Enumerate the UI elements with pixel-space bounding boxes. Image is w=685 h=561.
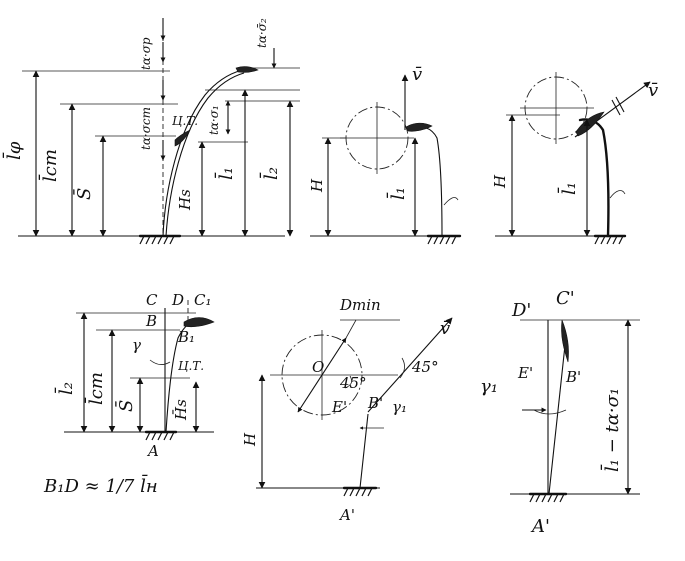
label-s: S̄ — [114, 400, 137, 412]
panel-2-reel-contact: v̄ H l̄₁ — [308, 64, 462, 245]
label-hs: Hs — [176, 189, 194, 211]
panel-1-plant-dimensions: l̄φ l̄ст S̄ Hs l̄₁ l̄₂ tα·σp tα·σст tα·σ… — [1, 18, 300, 245]
label-a: A — [146, 442, 159, 460]
label-dmin: Dmin — [339, 296, 381, 314]
label-angle-45-outer: 45° — [411, 358, 439, 376]
bent-stem — [162, 69, 243, 237]
label-s: S̄ — [72, 188, 95, 200]
label-h: H — [241, 432, 259, 447]
label-b-prime: B' — [367, 394, 383, 412]
ear-icon — [561, 319, 569, 363]
label-e-prime: E' — [331, 398, 347, 416]
ear-icon — [235, 66, 259, 73]
label-c1: C₁ — [194, 291, 212, 309]
label-c: C — [146, 291, 158, 309]
label-o: O — [312, 358, 324, 376]
stem — [578, 118, 610, 238]
label-ct: Ц.Т. — [172, 114, 198, 128]
label-hs: H̄s — [172, 399, 190, 421]
label-l-st: l̄ст — [37, 149, 61, 182]
label-c-prime: C' — [556, 288, 575, 309]
label-l1: l̄₁ — [556, 182, 580, 195]
label-b-prime: B' — [565, 368, 581, 386]
label-d-prime: D' — [511, 300, 531, 321]
label-l-st: l̄ст — [83, 372, 107, 405]
label-a-prime: A' — [530, 516, 550, 537]
stem — [548, 335, 567, 495]
label-l2: l̄₂ — [53, 382, 77, 395]
label-ta-sigma-p: tα·σp — [139, 37, 153, 70]
label-h: H — [491, 174, 509, 189]
label-b: B — [145, 312, 157, 330]
label-v: v̄ — [440, 318, 450, 339]
label-l-phi: l̄φ — [1, 141, 25, 160]
panel-6-plant-reduced-height: D' C' γ₁ E' B' l̄₁ − tα·σ₁ A' — [480, 288, 640, 537]
label-a-prime: A' — [338, 506, 355, 524]
label-gamma: γ — [132, 336, 141, 354]
label-ct: Ц.Т. — [178, 359, 204, 373]
panel-3-reel-inclined: v̄ H l̄₁ — [491, 72, 658, 245]
label-l2: l̄₂ — [258, 167, 282, 180]
panel-4-plant-geometry: C D C₁ B B₁ γ Ц.Т. l̄₂ l̄ст S̄ H̄s A B₁D… — [43, 291, 215, 497]
label-gamma1: γ₁ — [392, 398, 407, 416]
stem — [407, 125, 443, 237]
label-ta-sigma2: tα·σ̄₂ — [255, 18, 269, 48]
label-ta-sigma-st: tα·σст — [139, 107, 153, 150]
label-gamma1: γ₁ — [480, 376, 498, 397]
panel-5-reel-min-diameter: Dmin v̄ O 45° 45° E' B' γ₁ H A' — [241, 296, 453, 524]
stem — [359, 413, 369, 489]
formula-b1d: B₁D ≈ 1/7 l̄н — [43, 473, 158, 497]
label-angle-45-inner: 45° — [339, 374, 367, 392]
label-e-prime: E' — [517, 364, 533, 382]
label-h: H — [308, 178, 326, 193]
label-b1: B₁ — [177, 328, 195, 346]
formula-l1-minus: l̄₁ − tα·σ₁ — [599, 388, 623, 472]
label-d: D — [171, 291, 184, 309]
label-ta-sigma1: tα·σ₁ — [207, 105, 221, 135]
label-l1: l̄₁ — [385, 187, 409, 200]
ground-hatch — [138, 234, 182, 245]
label-v: v̄ — [412, 64, 422, 85]
label-v: v̄ — [648, 80, 658, 101]
label-l1: l̄₁ — [213, 167, 237, 180]
